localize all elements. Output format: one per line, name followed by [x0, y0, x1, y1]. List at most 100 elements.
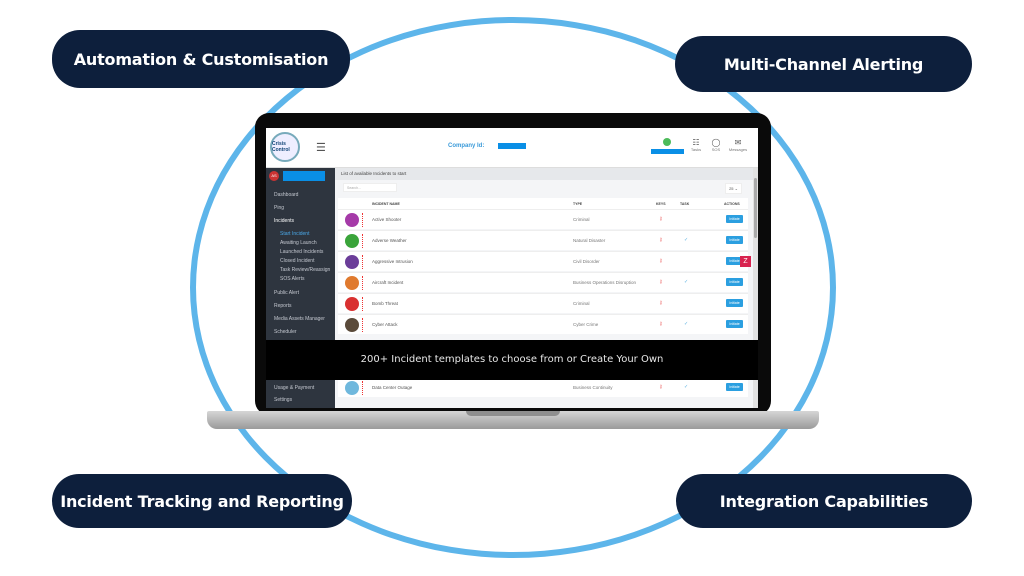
incident-type: Cyber Crime — [573, 322, 599, 327]
incident-name: Aggressive Intrusion — [372, 259, 413, 264]
status-icon — [663, 138, 671, 146]
main-panel: List of available Incidents to start Sea… — [335, 168, 758, 408]
incident-icon — [345, 213, 359, 227]
initiate-button[interactable]: Initiate — [726, 236, 743, 244]
check-icon: ✓ — [684, 237, 689, 243]
tasks-button[interactable]: ☷Tasks — [685, 138, 707, 152]
col-actions: ACTIONS — [724, 202, 740, 206]
incident-icon — [345, 234, 359, 248]
sidebar-item-media[interactable]: Media Assets Manager — [274, 316, 325, 322]
feature-integration: Integration Capabilities — [676, 474, 972, 528]
table-row: Aggressive Intrusion Civil Disorder ⚷ In… — [338, 251, 748, 271]
incident-type: Criminal — [573, 301, 590, 306]
col-keys: KEYS — [656, 202, 666, 206]
table-row: Data Center Outage Business Continuity ⚷… — [338, 377, 748, 397]
sidebar-item-sos-alerts[interactable]: SOS Alerts — [280, 276, 305, 282]
app-logo[interactable]: Crisis Control — [270, 132, 300, 162]
sidebar-item-ping[interactable]: Ping — [274, 205, 285, 211]
sidebar-item-usage[interactable]: Usage & Payment — [274, 385, 315, 391]
messages-button[interactable]: ✉Messages — [728, 138, 748, 152]
company-id: Company Id: — [448, 143, 485, 149]
table-row: Active Shooter Criminal ⚷ Initiate — [338, 209, 748, 229]
incident-type: Business Continuity — [573, 385, 613, 390]
severity-indicator — [362, 318, 363, 332]
incident-icon — [345, 297, 359, 311]
sidebar-item-start-incident[interactable]: Start Incident — [280, 231, 310, 237]
severity-indicator — [362, 276, 363, 290]
user-redacted — [283, 171, 325, 181]
severity-indicator — [362, 255, 363, 269]
col-task: TASK — [680, 202, 690, 206]
check-icon: ✓ — [684, 279, 689, 285]
initiate-button[interactable]: Initiate — [726, 383, 743, 391]
check-icon: ✓ — [684, 384, 689, 390]
table-row: Cyber Attack Cyber Crime ⚷ ✓ Initiate — [338, 314, 748, 334]
sidebar-item-closed[interactable]: Closed Incident — [280, 258, 315, 264]
tasks-icon: ☷ — [692, 138, 700, 147]
avatar: AS — [269, 171, 279, 181]
initiate-button[interactable]: Initiate — [726, 320, 743, 328]
zendesk-icon[interactable]: Z — [740, 256, 751, 267]
laptop-notch — [466, 411, 560, 416]
incident-icon — [345, 255, 359, 269]
initiate-button[interactable]: Initiate — [726, 215, 743, 223]
key-icon: ⚷ — [659, 300, 663, 306]
incident-type: Natural Disaster — [573, 238, 606, 243]
key-icon: ⚷ — [659, 216, 663, 222]
table-row: Adverse Weather Natural Disaster ⚷ ✓ Ini… — [338, 230, 748, 250]
incident-name: Active Shooter — [372, 217, 402, 222]
incident-icon — [345, 381, 359, 395]
laptop-base — [207, 411, 819, 429]
incident-name: Data Center Outage — [372, 385, 413, 390]
incident-name: Aircraft Incident — [372, 280, 404, 285]
key-icon: ⚷ — [659, 384, 663, 390]
sidebar-item-launched[interactable]: Launched Incidents — [280, 249, 324, 255]
panel-title: List of available Incidents to start — [335, 168, 758, 180]
sos-icon: ◯ — [711, 138, 721, 147]
sidebar-item-scheduler[interactable]: Scheduler — [274, 329, 297, 335]
table-row: Aircraft Incident Business Operations Di… — [338, 272, 748, 292]
sidebar-item-awaiting[interactable]: Awaiting Launch — [280, 240, 317, 246]
company-id-redacted — [498, 143, 526, 149]
key-icon: ⚷ — [659, 237, 663, 243]
feature-tracking: Incident Tracking and Reporting — [52, 474, 352, 528]
sidebar-item-settings[interactable]: Settings — [274, 397, 293, 403]
incident-name: Adverse Weather — [372, 238, 407, 243]
table-row: Bomb Threat Criminal ⚷ Initiate — [338, 293, 748, 313]
incident-icon — [345, 318, 359, 332]
page-size-select[interactable]: 25 ⌄ — [725, 183, 742, 194]
key-icon: ⚷ — [659, 321, 663, 327]
col-incident-name[interactable]: INCIDENT NAME — [372, 202, 400, 206]
sidebar-item-dashboard[interactable]: Dashboard — [274, 192, 299, 198]
severity-indicator — [362, 297, 363, 311]
col-type[interactable]: TYPE — [573, 202, 583, 206]
check-icon: ✓ — [684, 321, 689, 327]
key-icon: ⚷ — [659, 279, 663, 285]
decorative-ring — [190, 17, 836, 558]
sos-button[interactable]: ◯SOS — [705, 138, 727, 152]
table-header: INCIDENT NAME TYPE KEYS TASK ACTIONS — [338, 198, 748, 209]
search-input[interactable]: Search... — [343, 183, 397, 192]
scrollbar[interactable] — [753, 168, 758, 408]
caption-overlay: 200+ Incident templates to choose from o… — [266, 340, 758, 380]
app-screen: Crisis Control ☰ Company Id: ☷Tasks ◯SOS… — [266, 128, 758, 408]
sidebar-item-incidents[interactable]: Incidents — [274, 218, 295, 224]
messages-icon: ✉ — [734, 138, 742, 147]
sidebar-item-reports[interactable]: Reports — [274, 303, 292, 309]
incident-type: Civil Disorder — [573, 259, 600, 264]
incident-name: Cyber Attack — [372, 322, 398, 327]
initiate-button[interactable]: Initiate — [726, 299, 743, 307]
menu-icon[interactable]: ☰ — [316, 142, 326, 154]
initiate-button[interactable]: Initiate — [726, 257, 743, 265]
incident-icon — [345, 276, 359, 290]
sidebar-item-public-alert[interactable]: Public Alert — [274, 290, 300, 296]
incident-type: Business Operations Disruption — [573, 280, 637, 285]
incident-type: Criminal — [573, 217, 590, 222]
key-icon: ⚷ — [659, 258, 663, 264]
feature-alerting: Multi-Channel Alerting — [675, 36, 972, 92]
sidebar-item-task-review[interactable]: Task Review/Reassign — [280, 267, 331, 273]
severity-indicator — [362, 381, 363, 395]
feature-automation: Automation & Customisation — [52, 30, 350, 88]
initiate-button[interactable]: Initiate — [726, 278, 743, 286]
app-header: Crisis Control ☰ Company Id: ☷Tasks ◯SOS… — [266, 128, 758, 168]
